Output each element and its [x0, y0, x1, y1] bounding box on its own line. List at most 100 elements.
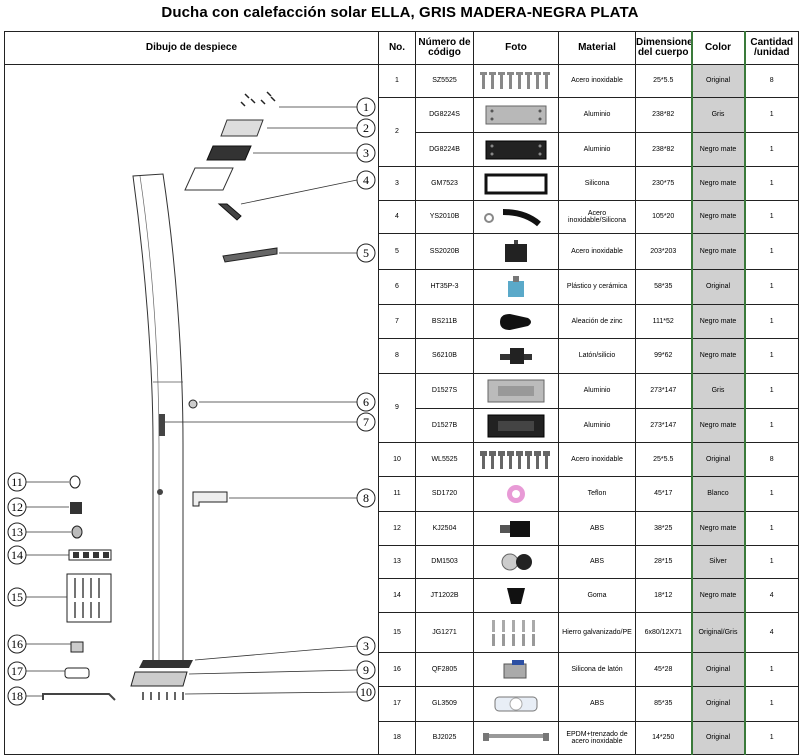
cell-qty: 1 — [744, 132, 799, 167]
header-dim: Dimensiones del cuerpo — [635, 31, 692, 65]
cell-no: 1 — [378, 64, 416, 98]
cell-qty: 1 — [744, 686, 799, 722]
cell-no: 13 — [378, 545, 416, 579]
part3-base-gasket-drawing — [139, 660, 193, 668]
base-grey-icon — [475, 378, 558, 404]
svg-text:11: 11 — [11, 475, 23, 489]
callout-8: 8 — [356, 488, 376, 508]
cell-photo — [473, 545, 559, 579]
cell-code: DM1503 — [415, 545, 474, 579]
cell-material: Silicona — [558, 166, 636, 201]
cell-dimension: 38*25 — [635, 511, 692, 546]
cell-code: BJ2025 — [415, 721, 474, 755]
cell-qty: 1 — [744, 545, 799, 579]
cell-photo — [473, 408, 559, 443]
header-color: Color — [690, 31, 746, 65]
cell-no: 4 — [378, 200, 416, 234]
cell-qty: 1 — [744, 304, 799, 339]
part11-tape-drawing — [69, 475, 81, 489]
cell-photo — [473, 612, 559, 653]
cell-photo — [473, 686, 559, 722]
bolts-icon — [475, 449, 558, 471]
cell-dimension: 111*52 — [635, 304, 692, 339]
cell-no: 12 — [378, 511, 416, 546]
arm-icon — [475, 206, 558, 228]
header-material: Material — [558, 31, 636, 65]
svg-text:7: 7 — [363, 415, 369, 429]
svg-text:15: 15 — [11, 590, 23, 604]
cell-no: 5 — [378, 233, 416, 270]
svg-text:18: 18 — [11, 689, 23, 703]
cell-dimension: 58*35 — [635, 269, 692, 305]
svg-text:5: 5 — [363, 246, 369, 260]
callout-18: 18 — [7, 686, 27, 706]
cell-color: Negro mate — [690, 233, 746, 270]
cell-dimension: 203*203 — [635, 233, 692, 270]
callout-2: 2 — [356, 118, 376, 138]
connector-icon — [475, 518, 558, 540]
cell-dimension: 45*17 — [635, 476, 692, 512]
cell-color: Negro mate — [690, 304, 746, 339]
cell-photo — [473, 476, 559, 512]
cell-qty: 1 — [744, 373, 799, 409]
cell-no: 6 — [378, 269, 416, 305]
cell-material: Aluminio — [558, 373, 636, 409]
cell-code: SZ5525 — [415, 64, 474, 98]
cell-dimension: 28*15 — [635, 545, 692, 579]
cell-photo — [473, 442, 559, 477]
callout-3: 3 — [356, 636, 376, 656]
part8-drawing — [192, 491, 228, 507]
cell-color: Original — [690, 269, 746, 305]
cell-no: 9 — [378, 373, 416, 443]
svg-text:17: 17 — [11, 664, 23, 678]
part18-hose-drawing — [42, 693, 116, 701]
callout-16: 16 — [7, 634, 27, 654]
cell-qty: 1 — [744, 476, 799, 512]
cell-qty: 1 — [744, 269, 799, 305]
cell-dimension: 105*20 — [635, 200, 692, 234]
cell-color: Blanco — [690, 476, 746, 512]
cell-qty: 1 — [744, 511, 799, 546]
hose-icon — [475, 726, 558, 750]
callout-14: 14 — [7, 545, 27, 565]
cell-no: 16 — [378, 652, 416, 687]
cell-qty: 4 — [744, 612, 799, 653]
cell-photo — [473, 166, 559, 201]
cell-code: BS211B — [415, 304, 474, 339]
valve-icon — [475, 658, 558, 682]
cell-material: EPDM+trenzado de acero inoxidable — [558, 721, 636, 755]
cell-photo — [473, 373, 559, 409]
part1-screws-drawing — [240, 91, 276, 107]
cell-photo — [473, 132, 559, 167]
svg-text:3: 3 — [363, 639, 369, 653]
callout-10: 10 — [356, 682, 376, 702]
cell-dimension: 238*82 — [635, 97, 692, 133]
cell-no: 2 — [378, 97, 416, 167]
cell-qty: 1 — [744, 166, 799, 201]
cell-color: Original — [690, 721, 746, 755]
cell-code: DG8224S — [415, 97, 474, 133]
cell-code: HT35P-3 — [415, 269, 474, 305]
showerhead-icon — [475, 239, 558, 264]
header-drawing: Dibujo de despiece — [4, 31, 379, 65]
svg-text:3: 3 — [363, 146, 369, 160]
callout-4: 4 — [356, 170, 376, 190]
cell-no: 14 — [378, 578, 416, 613]
part9-base-drawing — [130, 671, 188, 687]
cell-material: Aluminio — [558, 408, 636, 443]
part10-bolts-drawing — [142, 692, 184, 700]
cell-code: S6210B — [415, 338, 474, 374]
cell-dimension: 273*147 — [635, 408, 692, 443]
part13-cap-drawing — [71, 525, 83, 539]
callout-15: 15 — [7, 587, 27, 607]
cell-dimension: 25*5.5 — [635, 442, 692, 477]
cell-material: Aluminio — [558, 132, 636, 167]
svg-text:13: 13 — [11, 525, 23, 539]
cell-no: 11 — [378, 476, 416, 512]
cell-material: ABS — [558, 511, 636, 546]
